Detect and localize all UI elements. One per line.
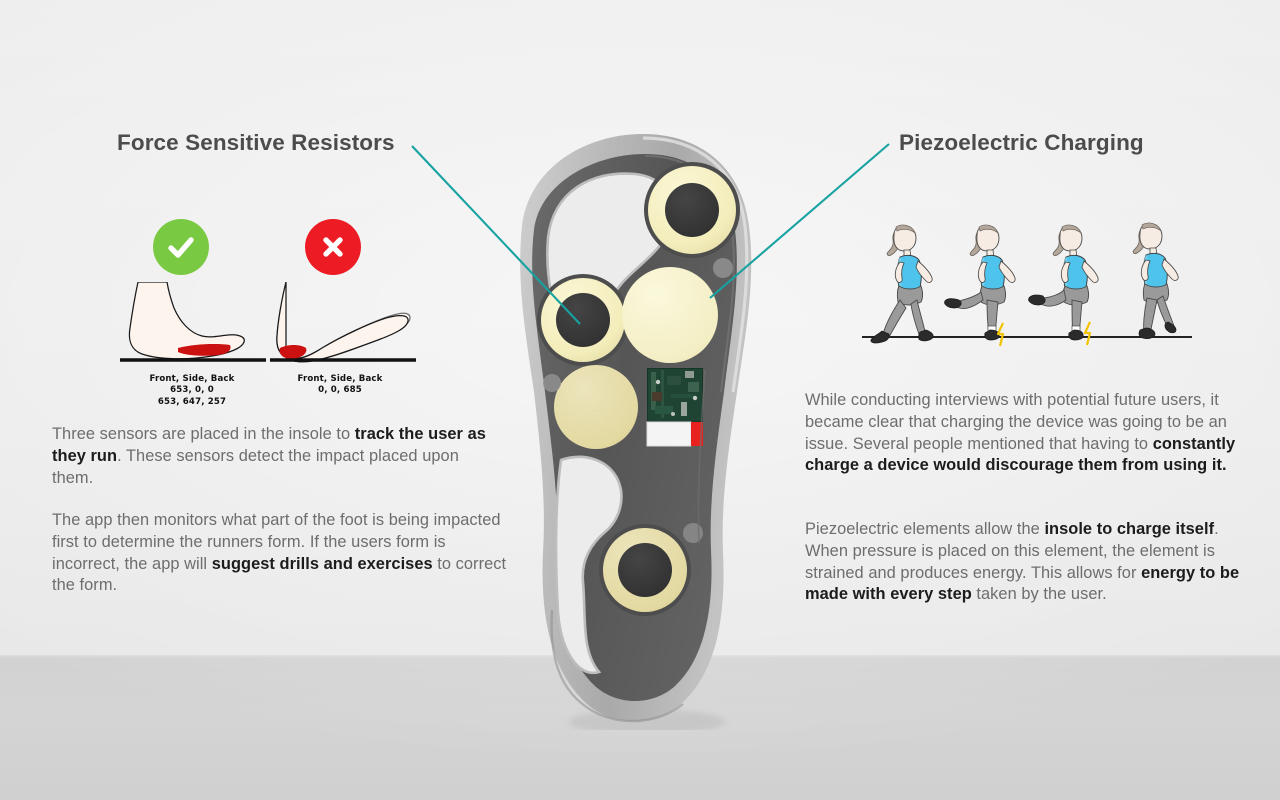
fsr-forefoot [644, 162, 740, 258]
grommet-heel [683, 523, 703, 543]
paragraph-sensors-track: Three sensors are placed in the insole t… [52, 424, 492, 489]
runner-frame-2 [944, 224, 1016, 347]
foot-diagram-good-form [120, 282, 266, 362]
body-text: While conducting interviews with potenti… [805, 391, 1227, 453]
heading-piezoelectric-charging: Piezoelectric Charging [899, 130, 1144, 155]
heading-force-sensitive-resistors: Force Sensitive Resistors [117, 130, 395, 155]
grommet-upper [713, 258, 733, 278]
body-text: to correct the form. [52, 554, 507, 595]
sensor-readout-bad: Front, Side, Back 0, 0, 685 [240, 374, 440, 397]
grommet-lower [543, 374, 561, 392]
check-icon [168, 237, 194, 258]
insole-rim-shadow [550, 609, 684, 723]
cross-icon [323, 237, 343, 257]
sensor-readout-good-line3: 653, 647, 257 [157, 396, 227, 407]
energy-spark-2 [996, 322, 1005, 347]
emphasis-text: suggest drills and exercises [211, 554, 433, 573]
sensor-readout-good: Front, Side, Back 653, 0, 0 653, 647, 25… [92, 374, 292, 408]
fsr-heel [599, 524, 691, 616]
body-text: The app then monitors what part of the f… [52, 511, 501, 573]
insole-arch-window-lower [554, 455, 623, 675]
circuit-board [647, 368, 703, 422]
runner-frame-4 [1132, 222, 1179, 339]
piezo-arch [622, 267, 718, 363]
sensor-readout-bad-line2: 0, 0, 685 [318, 385, 362, 396]
emphasis-text: energy to be made with every step [805, 563, 1240, 604]
body-text: taken by the user. [971, 585, 1107, 604]
paragraph-piezo-elements: Piezoelectric elements allow the insole … [805, 519, 1255, 606]
emphasis-text: track the user as they run [52, 425, 486, 465]
sensor-readout-bad-header: Front, Side, Back [297, 374, 383, 384]
foot-outline-good [128, 282, 245, 360]
paragraph-app-monitors: The app then monitors what part of the f… [52, 510, 512, 597]
foot-contact-good [178, 344, 231, 356]
emphasis-text: insole to charge itself [1044, 520, 1215, 538]
battery [646, 421, 703, 447]
insole-device [520, 134, 752, 730]
foot-contact-bad [279, 345, 307, 359]
cavity-seam [697, 369, 706, 545]
runner-sequence-illustration [862, 222, 1192, 347]
piezo-forefoot [554, 365, 638, 449]
good-form-badge [153, 219, 209, 275]
bad-form-badge [305, 219, 361, 275]
body-text: Piezoelectric elements allow the [805, 520, 1045, 538]
sensor-readout-good-line2: 653, 0, 0 [170, 385, 214, 396]
body-text: . These sensors detect the impact placed… [52, 446, 459, 487]
body-text: Three sensors are placed in the insole t… [52, 425, 355, 443]
fsr-midfoot [537, 274, 629, 366]
runner-frame-1 [870, 224, 934, 344]
paragraph-interviews: While conducting interviews with potenti… [805, 390, 1255, 477]
energy-spark-3 [1083, 321, 1092, 346]
emphasis-text: constantly charge a device would discour… [805, 434, 1236, 475]
runner-frame-3 [1028, 224, 1099, 346]
body-text: . When pressure is placed on this elemen… [805, 520, 1219, 582]
sensor-readout-good-header: Front, Side, Back [149, 374, 235, 384]
foot-diagram-bad-form [270, 282, 416, 363]
